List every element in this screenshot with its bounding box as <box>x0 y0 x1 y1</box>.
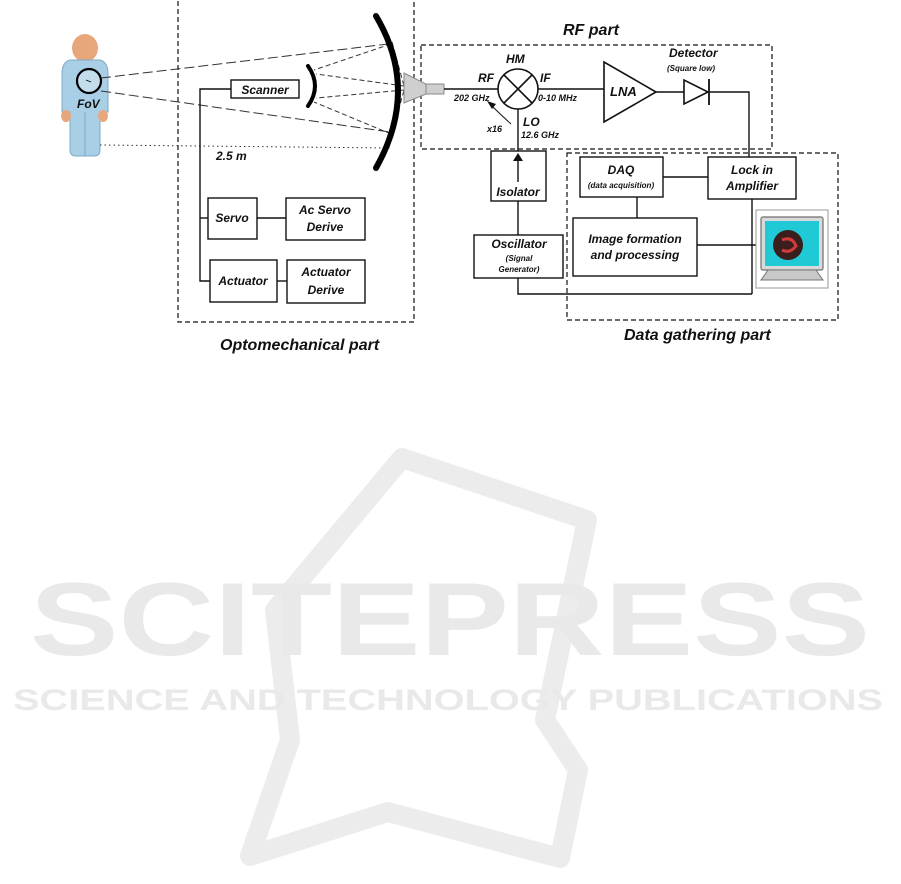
svg-text:Amplifier: Amplifier <box>725 179 779 193</box>
multiplier-arrowhead <box>487 101 496 109</box>
svg-text:Isolator: Isolator <box>496 185 541 199</box>
rf-title: RF part <box>563 22 620 39</box>
scan-image-icon <box>773 230 803 260</box>
watermark-title: SCITEPRESS <box>30 562 870 678</box>
mixer-name: HM <box>506 52 526 66</box>
detector-sublabel: (Square low) <box>667 64 715 73</box>
svg-text:(data acquisition): (data acquisition) <box>588 181 655 190</box>
actuator-block: Actuator <box>209 259 278 303</box>
horn-antenna <box>403 72 427 104</box>
detector-diode <box>683 78 710 106</box>
fov-label: FoV <box>77 97 101 111</box>
svg-text:Image formation: Image formation <box>588 232 681 246</box>
harmonic-mixer <box>497 68 539 110</box>
svg-text:Oscillator: Oscillator <box>491 237 548 251</box>
detector-label: Detector <box>669 46 719 60</box>
servo-block: Servo <box>207 197 258 240</box>
primary-mirror <box>373 13 401 171</box>
svg-text:Generator): Generator) <box>499 265 540 274</box>
optomechanical-title: Optomechanical part <box>220 337 380 354</box>
mixer-if-freq: 0-10 MHz <box>538 93 578 103</box>
mixer-rf-label: RF <box>478 71 495 85</box>
watermark: SCITEPRESS SCIENCE AND TECHNOLOGY PUBLIC… <box>13 448 883 868</box>
daq-block: DAQ (data acquisition) <box>579 156 664 198</box>
wires <box>199 88 763 295</box>
data-gathering-frame <box>566 152 839 321</box>
mixer-lo-freq: 12.6 GHz <box>521 130 560 140</box>
secondary-mirror <box>306 64 317 108</box>
svg-text:(Signal: (Signal <box>506 254 533 263</box>
monitor-icon <box>755 209 829 289</box>
svg-text:Servo: Servo <box>215 211 248 225</box>
svg-text:Ac Servo: Ac Servo <box>298 203 351 217</box>
svg-text:Derive: Derive <box>308 283 345 297</box>
watermark-subtitle: SCIENCE AND TECHNOLOGY PUBLICATIONS <box>13 684 883 717</box>
mixer-lo-label: LO <box>523 115 540 129</box>
horn-waveguide <box>425 83 445 95</box>
oscillator-block: Oscillator (Signal Generator) <box>473 234 564 279</box>
mixer-multiplier: x16 <box>486 124 503 134</box>
multiplier-arrow <box>490 104 512 125</box>
distance-label: 2.5 m <box>215 149 247 163</box>
beam-lines <box>99 41 405 149</box>
svg-text:Derive: Derive <box>307 220 344 234</box>
image-formation-block: Image formation and processing <box>572 217 698 277</box>
svg-text:Actuator: Actuator <box>300 265 352 279</box>
svg-text:and processing: and processing <box>591 248 680 262</box>
ac-servo-derive-block: Ac Servo Derive <box>285 197 366 241</box>
actuator-derive-block: Actuator Derive <box>286 259 366 304</box>
svg-text:Scanner: Scanner <box>241 83 290 97</box>
isolator-block: Isolator <box>490 150 547 202</box>
lna-amplifier: LNA <box>603 60 658 124</box>
scanner-block: Scanner <box>230 79 300 99</box>
mixer-rf-freq: 202 GHz <box>453 93 490 103</box>
mixer-if-label: IF <box>540 71 551 85</box>
svg-text:DAQ: DAQ <box>608 163 635 177</box>
lock-in-amplifier-block: Lock in Amplifier <box>707 156 797 200</box>
rf-frame <box>420 44 773 150</box>
person-figure <box>61 34 109 157</box>
watermark-logo-shape <box>240 448 597 868</box>
svg-text:Actuator: Actuator <box>217 274 269 288</box>
svg-text:LNA: LNA <box>610 84 637 99</box>
data-gathering-title: Data gathering part <box>624 327 771 344</box>
svg-text:Lock in: Lock in <box>731 163 773 177</box>
